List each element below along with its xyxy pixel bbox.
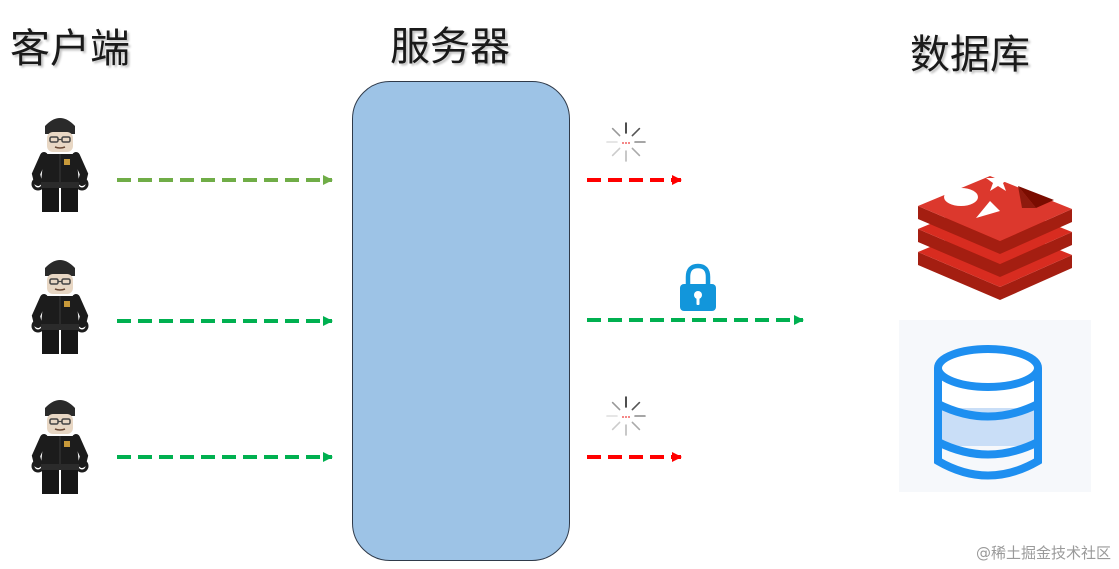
loading-spinner-icon-1 — [606, 122, 646, 162]
database-label: 数据库 — [910, 32, 1030, 78]
client-3-person-icon — [33, 400, 87, 494]
client-2-person-icon — [33, 260, 87, 354]
server-box — [352, 81, 570, 561]
lock-icon — [680, 263, 716, 311]
server-label: 服务器 — [390, 24, 510, 70]
loading-spinner-icon-2 — [606, 396, 646, 436]
client-label: 客户端 — [10, 26, 130, 72]
client-1-person-icon — [33, 118, 87, 212]
watermark: @稀土掘金技术社区 — [975, 544, 1111, 562]
database-icon — [934, 345, 1042, 480]
redis-icon — [918, 170, 1072, 300]
